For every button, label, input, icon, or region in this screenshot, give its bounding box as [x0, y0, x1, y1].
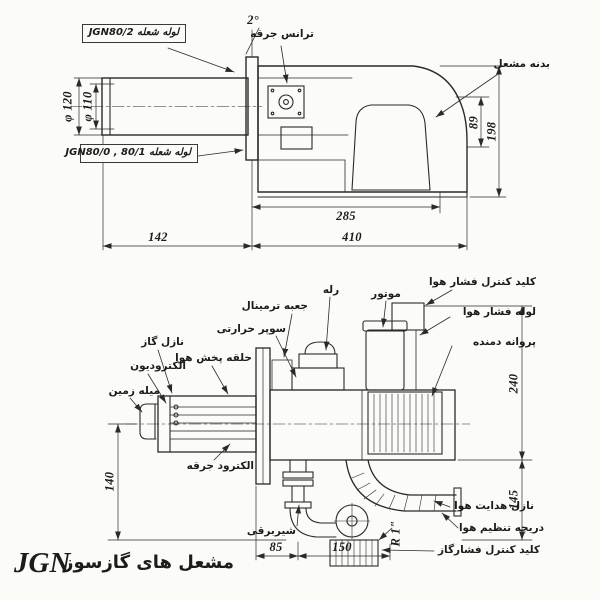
label-air-pressure-switch: کلید کنترل فشار هوا — [428, 276, 536, 288]
dimension-240: 240 — [506, 373, 521, 394]
label-gas-nozzle: نازل گاز — [141, 336, 184, 348]
label-blower-fan: پروانه دمنده — [472, 336, 536, 348]
label-air-adjust-damper: دریچه تنظیم هوا — [458, 522, 544, 534]
dimension-85: 85 — [269, 540, 283, 554]
top-view-dimension-lines — [73, 65, 507, 251]
label-terminal-box: جعبه ترمینال — [241, 300, 308, 312]
label-flame-tube-jgn80-2: لوله شعله JGN80/2 — [82, 24, 186, 43]
bottom-view-dimension-lines — [107, 305, 533, 561]
dimension-410: 410 — [342, 230, 362, 244]
label-flame-tube-jgn80-0-1: لوله شعله JGN80/0 , 80/1 — [65, 144, 198, 163]
dimension-diameter-120: φ 120 — [60, 91, 75, 122]
label-gas-pressure-switch: کلید کنترل فشارگاز — [437, 544, 540, 556]
dimension-145: 145 — [506, 489, 521, 510]
top-view-leader-lines — [167, 45, 499, 157]
label-ionization-electrode: الکترودیون — [130, 360, 186, 372]
dimension-pipe-thread-r1: R 1" — [388, 520, 403, 547]
dimension-150: 150 — [332, 540, 352, 554]
label-spark-electrode: الکترود جرقه — [186, 460, 254, 472]
brand-logo: JGN — [14, 547, 71, 579]
label-burner-body: بدنه مشعل — [493, 58, 550, 70]
label-relay: رله — [322, 284, 340, 296]
dimension-198: 198 — [484, 121, 499, 142]
bottom-view-leader-lines — [129, 289, 459, 554]
label-thermal-overload: سوپر حرارتی — [216, 323, 286, 335]
dimension-142: 142 — [148, 230, 168, 244]
label-air-pressure-tube: لوله فشار هوا — [462, 306, 536, 318]
label-spark-transformer: ترانس جرقه — [250, 28, 314, 40]
dimension-285: 285 — [336, 209, 356, 223]
bottom-view-outline — [125, 302, 471, 567]
dimension-89: 89 — [466, 115, 481, 130]
dimension-diameter-110: φ 110 — [80, 91, 95, 122]
label-solenoid-valve: شیربرقی — [246, 525, 296, 537]
top-view-outline — [69, 27, 468, 251]
label-motor: موتور — [371, 288, 401, 300]
label-ground-rod: میله زمین — [108, 385, 160, 397]
label-air-guide-nozzle: نازل هدایت هوا — [454, 500, 534, 512]
label-air-diffuser-ring: حلقه پخش هوا — [175, 352, 252, 364]
brand-tagline: مشعل های گازسوز — [63, 552, 234, 573]
dimension-tilt-angle: 2° — [247, 13, 259, 27]
dimension-140: 140 — [102, 471, 117, 492]
